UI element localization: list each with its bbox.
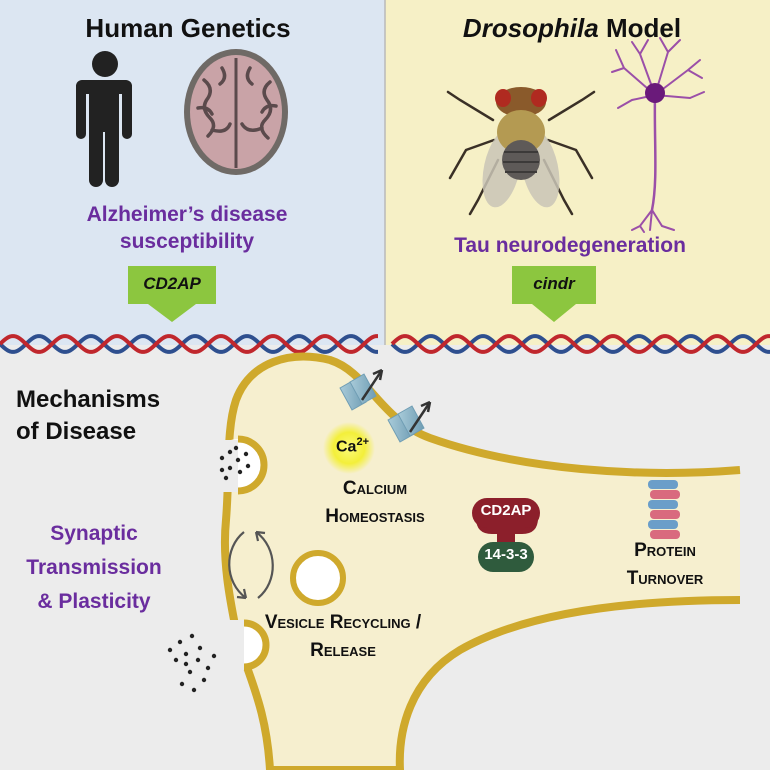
drosophila-title-italic: Drosophila <box>462 13 599 43</box>
alzheimers-label-line1: Alzheimer’s disease <box>86 203 288 226</box>
neurotransmitter-dot <box>211 653 217 659</box>
neurotransmitter-dot <box>243 451 249 457</box>
neurotransmitter-dot <box>219 467 225 473</box>
cindr-gene-arrow <box>512 266 596 322</box>
calcium-label-line1: Calcium <box>342 478 408 499</box>
protein-14-3-3 <box>478 542 534 572</box>
cd2ap-protein-label: CD2AP <box>480 502 532 519</box>
drosophila-model-title: Drosophila Model <box>462 13 682 43</box>
neurotransmitter-dot <box>223 475 229 481</box>
synaptic-label-line2: Transmission <box>26 556 162 579</box>
neuron-icon <box>611 37 705 233</box>
neurotransmitter-dot <box>237 469 243 475</box>
vesicle <box>290 550 346 606</box>
neurotransmitter-dot <box>195 657 201 663</box>
neurotransmitter-dot <box>183 661 189 667</box>
neurotransmitter-dot <box>191 687 197 693</box>
synaptic-label-line3: & Plasticity <box>37 590 151 613</box>
tau-neurodegeneration-label: Tau neurodegeneration <box>454 234 686 257</box>
calcium-ion-label: Ca2+ <box>336 436 369 456</box>
dna-strand-red <box>390 334 770 354</box>
human-genetics-title: Human Genetics <box>85 13 291 43</box>
neurotransmitter-dot <box>183 651 189 657</box>
calcium-channel-icon <box>339 368 384 411</box>
neurotransmitter-dot <box>233 445 239 451</box>
brain-mri-icon <box>184 49 288 175</box>
neurotransmitter-dot <box>173 657 179 663</box>
cd2ap-14-3-3-complex <box>472 498 540 572</box>
alzheimers-label-line2: susceptibility <box>119 230 255 253</box>
dna-helix-human <box>0 334 378 354</box>
neurotransmitter-dot <box>219 455 225 461</box>
calcium-label-line2: Homeostasis <box>325 506 425 527</box>
recycling-arrows-icon <box>228 530 274 600</box>
neurotransmitter-dot <box>205 665 211 671</box>
vesicle-label-line2: Release <box>310 640 376 661</box>
neurotransmitter-dot <box>187 669 193 675</box>
protein-turnover-icon <box>648 480 680 539</box>
calcium-channel-icon <box>387 400 432 443</box>
calcium-ion-symbol: Ca <box>336 438 357 456</box>
neurotransmitter-dot <box>167 647 173 653</box>
person-icon <box>76 51 132 187</box>
mechanisms-heading-line1: Mechanisms <box>16 386 161 413</box>
mechanisms-heading-line2: of Disease <box>16 418 137 445</box>
dna-strand-blue <box>390 334 770 354</box>
protein-14-3-3-label: 14-3-3 <box>484 546 528 563</box>
neurotransmitter-dot <box>177 639 183 645</box>
neurotransmitter-dot <box>197 645 203 651</box>
cd2ap-protein <box>472 498 540 528</box>
calcium-ion-charge: 2+ <box>356 436 369 448</box>
vesicle-label-line1: Vesicle Recycling / <box>264 612 422 633</box>
neurotransmitter-dot <box>179 681 185 687</box>
neurotransmitter-dot <box>245 463 251 469</box>
neurotransmitter-dot <box>227 449 233 455</box>
protein-label-line1: Protein <box>634 540 696 561</box>
neurotransmitter-dot <box>227 465 233 471</box>
cd2ap-gene-arrow <box>128 266 216 322</box>
protein-label-line2: Turnover <box>626 568 704 589</box>
drosophila-title-rest: Model <box>598 13 682 43</box>
neurotransmitter-dot <box>201 677 207 683</box>
neurotransmitter-dot <box>235 457 241 463</box>
synaptic-label-line1: Synaptic <box>50 522 138 545</box>
cd2ap-gene-label: CD2AP <box>143 274 201 293</box>
cindr-gene-label: cindr <box>533 274 575 293</box>
neurotransmitter-dot <box>189 633 195 639</box>
dna-strand-red <box>0 334 378 354</box>
dna-helix-drosophila <box>390 334 770 354</box>
fruit-fly-icon <box>446 87 596 216</box>
calcium-glow <box>323 422 375 474</box>
dna-strand-blue <box>0 334 378 354</box>
